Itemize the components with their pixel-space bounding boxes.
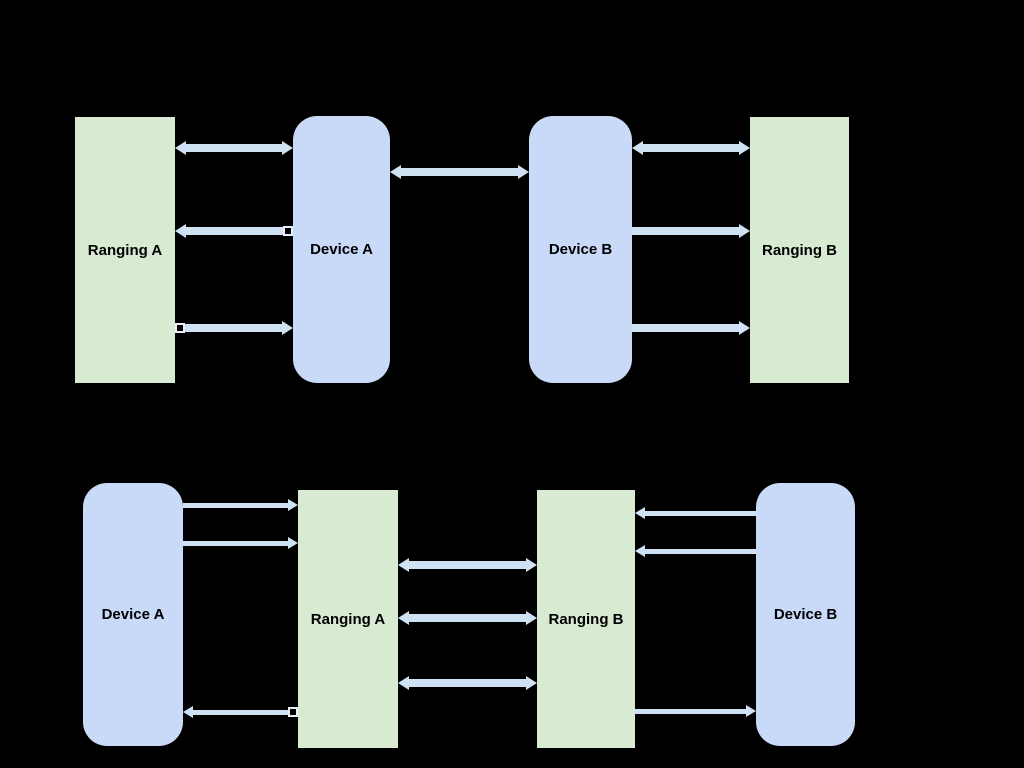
arrow-rangingA-to-deviceA: [175, 320, 293, 336]
arrow-rangingA-rangingB-bidirectional-2: [398, 610, 537, 626]
arrow-shaft: [186, 227, 283, 235]
box-device-b-bottom: Device B: [756, 483, 855, 746]
arrow-shaft: [632, 227, 739, 235]
arrow-shaft: [409, 614, 526, 622]
arrow-shaft: [645, 548, 756, 554]
arrowhead-left-icon: [398, 611, 409, 625]
arrowhead-left-icon: [390, 165, 401, 179]
arrow-shaft: [186, 144, 282, 152]
arrowhead-left-icon: [635, 507, 645, 519]
box-label-ranging-a-bottom: Ranging A: [310, 610, 386, 628]
box-label-device-a-top: Device A: [310, 241, 373, 258]
box-device-a-bottom: Device A: [83, 483, 183, 746]
arrowhead-right-icon: [518, 165, 529, 179]
arrow-shaft: [409, 679, 526, 687]
arrow-shaft: [632, 324, 739, 332]
arrow-tail-cap: [175, 323, 185, 333]
box-label-ranging-b-top: Ranging B: [762, 241, 837, 259]
arrowhead-right-icon: [746, 705, 756, 717]
arrow-rangingA-rangingB-bidirectional-3: [398, 675, 537, 691]
arrow-deviceB-to-rangingB-bottom-2: [635, 543, 756, 559]
box-ranging-a-top: Ranging A: [75, 117, 175, 383]
arrowhead-left-icon: [183, 706, 193, 718]
arrowhead-right-icon: [739, 321, 750, 335]
box-ranging-a-bottom: Ranging A: [298, 490, 398, 748]
arrowhead-left-icon: [398, 676, 409, 690]
box-label-device-a-bottom: Device A: [101, 606, 165, 623]
arrow-deviceB-to-rangingB-2: [632, 320, 750, 336]
arrow-shaft: [183, 502, 288, 508]
arrowhead-right-icon: [288, 537, 298, 549]
arrowhead-right-icon: [288, 499, 298, 511]
box-label-ranging-a-top: Ranging A: [87, 241, 163, 259]
box-ranging-b-bottom: Ranging B: [537, 490, 635, 748]
arrowhead-right-icon: [739, 224, 750, 238]
arrow-shaft: [183, 540, 288, 546]
arrowhead-right-icon: [526, 611, 537, 625]
arrow-deviceA-deviceB-bidirectional: [390, 164, 529, 180]
arrow-rangingA-deviceA-bidirectional: [175, 140, 293, 156]
arrow-shaft: [193, 709, 288, 715]
arrow-deviceA-to-rangingA-2: [183, 535, 298, 551]
arrow-shaft: [643, 144, 739, 152]
arrowhead-left-icon: [175, 224, 186, 238]
arrowhead-right-icon: [282, 141, 293, 155]
arrow-tail-cap: [288, 707, 298, 717]
arrowhead-right-icon: [739, 141, 750, 155]
arrow-rangingA-rangingB-bidirectional-1: [398, 557, 537, 573]
arrow-deviceB-to-rangingB-1: [632, 223, 750, 239]
arrowhead-left-icon: [175, 141, 186, 155]
arrow-shaft: [185, 324, 282, 332]
arrow-shaft: [645, 510, 756, 516]
box-label-device-b-bottom: Device B: [773, 606, 838, 623]
arrowhead-left-icon: [632, 141, 643, 155]
arrowhead-left-icon: [635, 545, 645, 557]
box-label-device-b-top: Device B: [548, 241, 613, 258]
arrow-shaft: [635, 708, 746, 714]
arrow-tail-cap: [283, 226, 293, 236]
arrowhead-right-icon: [282, 321, 293, 335]
arrow-shaft: [401, 168, 518, 176]
arrow-deviceB-rangingB-bidirectional: [632, 140, 750, 156]
box-device-b-top: Device B: [529, 116, 632, 383]
arrow-rangingA-to-deviceA-bottom: [183, 704, 298, 720]
box-device-a-top: Device A: [293, 116, 390, 383]
box-ranging-b-top: Ranging B: [750, 117, 849, 383]
arrow-deviceA-to-rangingA-1: [183, 497, 298, 513]
arrowhead-left-icon: [398, 558, 409, 572]
arrowhead-right-icon: [526, 676, 537, 690]
arrow-deviceB-to-rangingB-bottom-1: [635, 505, 756, 521]
arrow-rangingB-to-deviceB-bottom: [635, 703, 756, 719]
arrow-shaft: [409, 561, 526, 569]
arrowhead-right-icon: [526, 558, 537, 572]
arrow-deviceA-to-rangingA: [175, 223, 293, 239]
box-label-ranging-b-bottom: Ranging B: [548, 610, 624, 628]
